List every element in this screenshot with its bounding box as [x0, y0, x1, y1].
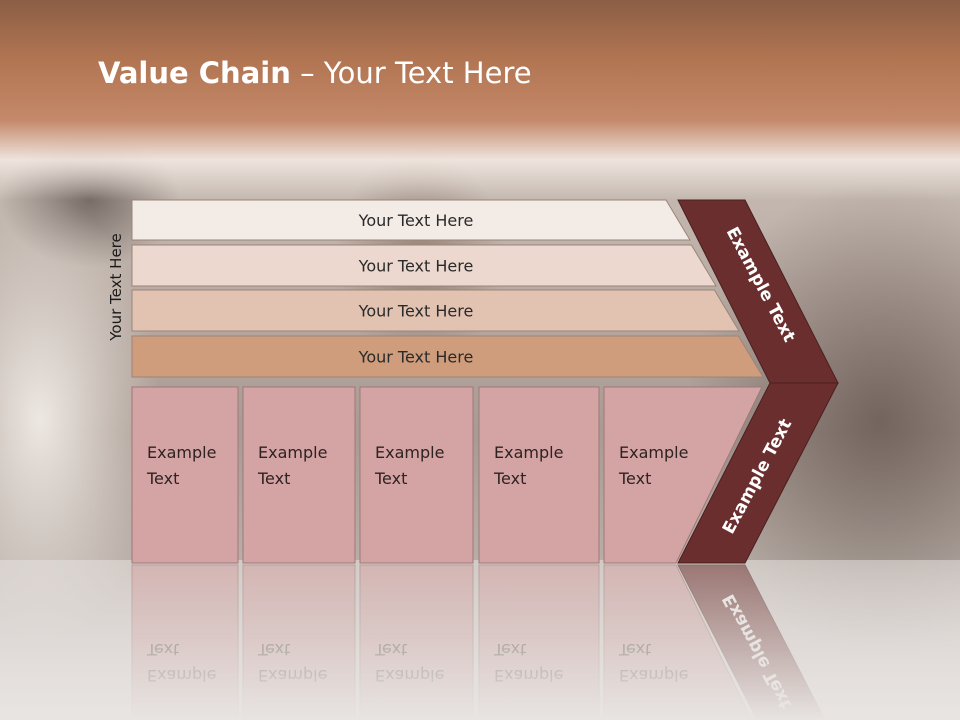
- reflected-column-label-2: ExampleText: [257, 640, 327, 685]
- reflected-column-4: [478, 564, 600, 720]
- activity-column-2: [242, 386, 356, 564]
- header-band: [0, 0, 960, 200]
- process-bar-label-3: Your Text Here: [358, 302, 474, 321]
- title-bold: Value Chain: [98, 56, 291, 90]
- process-bar-1: [131, 199, 691, 241]
- process-bar-2: [131, 244, 717, 287]
- reflection: ExampleText ExampleText ExampleText Example…: [131, 564, 826, 720]
- reflected-column-3: [359, 564, 474, 720]
- process-bar-label-1: Your Text Here: [358, 211, 474, 230]
- reflected-column-label-3: ExampleText: [374, 640, 444, 685]
- reflected-chevron-lower: [677, 564, 826, 720]
- title-rest: – Your Text Here: [290, 56, 532, 90]
- reflected-column-label-4: ExampleText: [493, 640, 563, 685]
- process-bar-4: [131, 335, 764, 378]
- activity-column-4: [478, 386, 600, 564]
- reflected-column-5: [603, 564, 753, 720]
- activity-column-5: [603, 386, 763, 564]
- margin-chevron-lower: [677, 382, 839, 564]
- reflected-column-label-5: ExampleText: [618, 640, 688, 685]
- process-bar-3: [131, 289, 740, 332]
- reflected-column-label-1: ExampleText: [146, 640, 216, 685]
- reflected-column-1: [131, 564, 239, 720]
- reflected-column-2: [242, 564, 356, 720]
- process-bar-label-4: Your Text Here: [358, 348, 474, 367]
- activity-column-1: [131, 386, 239, 564]
- slide-title: Value Chain – Your Text Here: [98, 56, 532, 90]
- process-bar-label-2: Your Text Here: [358, 257, 474, 276]
- activity-column-3: [359, 386, 474, 564]
